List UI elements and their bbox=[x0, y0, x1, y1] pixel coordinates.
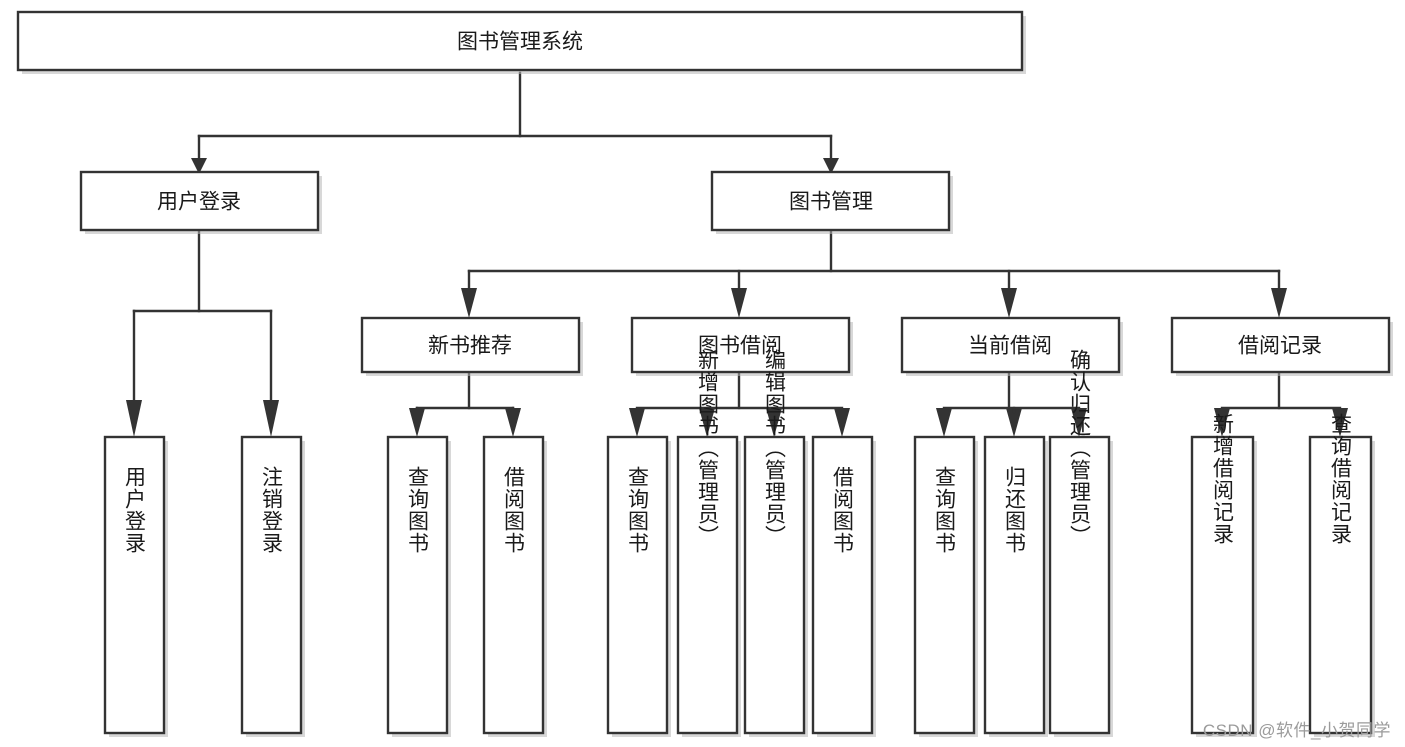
leaf-return-book-box bbox=[983, 435, 1046, 735]
leaf-borrow-book-2-box bbox=[811, 435, 874, 735]
leaf-user-login-box bbox=[103, 435, 166, 735]
arrow-head-leaf-query-book-2 bbox=[629, 408, 645, 437]
leaf-confirm-return-admin-label: 确认归还（管理员） bbox=[1068, 349, 1092, 547]
leaf-logout-login-box bbox=[240, 435, 303, 735]
book-management-label: 图书管理 bbox=[789, 191, 873, 214]
node-leaf-borrow-book-2[interactable]: 借阅图书 bbox=[811, 435, 876, 737]
leaf-query-book-1-label: 查询图书 bbox=[406, 466, 430, 554]
leaf-return-book-label: 归还图书 bbox=[1003, 466, 1027, 554]
arrow-head-new-book-recommend bbox=[461, 288, 477, 318]
node-book-management[interactable]: 图书管理 bbox=[710, 170, 953, 234]
leaf-edit-book-admin-label: 编辑图书（管理员） bbox=[763, 349, 787, 547]
leaf-confirm-return-admin-box bbox=[1048, 435, 1111, 735]
node-leaf-query-borrow-record[interactable]: 查询借阅记录 bbox=[1308, 413, 1375, 737]
book-borrow-box bbox=[630, 316, 851, 374]
leaf-query-book-1-box bbox=[386, 435, 449, 735]
user-login-box bbox=[79, 170, 320, 232]
edge-layer bbox=[126, 71, 1348, 437]
arrow-head-leaf-logout-login bbox=[263, 400, 279, 437]
node-borrow-record[interactable]: 借阅记录 bbox=[1170, 316, 1393, 376]
arrow-head-book-borrow bbox=[731, 288, 747, 318]
node-leaf-add-borrow-record[interactable]: 新增借阅记录 bbox=[1190, 413, 1257, 737]
node-leaf-edit-book-admin[interactable]: 编辑图书（管理员） bbox=[743, 349, 808, 737]
user-login-label: 用户登录 bbox=[157, 191, 241, 214]
root-box bbox=[16, 10, 1024, 72]
leaf-add-book-admin-box bbox=[676, 435, 739, 735]
leaf-edit-book-admin-box bbox=[743, 435, 806, 735]
leaf-query-borrow-record-label: 查询借阅记录 bbox=[1329, 413, 1353, 545]
arrow-head-borrow-record bbox=[1271, 288, 1287, 318]
borrow-record-label: 借阅记录 bbox=[1238, 335, 1322, 358]
borrow-record-box bbox=[1170, 316, 1391, 374]
leaf-add-book-admin-label: 新增图书（管理员） bbox=[696, 349, 720, 547]
arrow-head-leaf-return-book bbox=[1006, 408, 1022, 437]
book-borrow-label: 图书借阅 bbox=[698, 335, 782, 358]
leaf-user-login-label: 用户登录 bbox=[123, 466, 147, 554]
leaf-query-borrow-record-box bbox=[1308, 435, 1373, 735]
node-leaf-borrow-book-1[interactable]: 借阅图书 bbox=[482, 435, 547, 737]
node-leaf-return-book[interactable]: 归还图书 bbox=[983, 435, 1048, 737]
node-current-borrow[interactable]: 当前借阅 bbox=[900, 316, 1123, 376]
arrow-head-book-management bbox=[823, 158, 839, 174]
leaf-add-borrow-record-label: 新增借阅记录 bbox=[1211, 413, 1235, 545]
node-leaf-logout-login[interactable]: 注销登录 bbox=[240, 435, 305, 737]
arrow-head-leaf-user-login bbox=[126, 400, 142, 437]
current-borrow-label: 当前借阅 bbox=[968, 335, 1052, 358]
leaf-query-book-3-box bbox=[913, 435, 976, 735]
node-user-login[interactable]: 用户登录 bbox=[79, 170, 322, 234]
new-book-recommend-label: 新书推荐 bbox=[428, 335, 512, 358]
arrow-head-leaf-add-book-admin bbox=[699, 408, 715, 437]
new-book-recommend-box bbox=[360, 316, 581, 374]
leaf-add-borrow-record-box bbox=[1190, 435, 1255, 735]
node-leaf-query-book-3[interactable]: 查询图书 bbox=[913, 435, 978, 737]
arrow-head-leaf-query-book-1 bbox=[409, 408, 425, 437]
node-leaf-query-book-1[interactable]: 查询图书 bbox=[386, 435, 451, 737]
arrow-head-leaf-borrow-book-1 bbox=[505, 408, 521, 437]
node-leaf-confirm-return-admin[interactable]: 确认归还（管理员） bbox=[1048, 349, 1113, 737]
leaf-query-book-3-label: 查询图书 bbox=[933, 466, 957, 554]
leaf-logout-login-label: 注销登录 bbox=[260, 466, 284, 554]
arrow-head-leaf-query-book-3 bbox=[936, 408, 952, 437]
arrow-head-leaf-confirm-return-admin bbox=[1071, 408, 1087, 437]
leaf-borrow-book-1-box bbox=[482, 435, 545, 735]
leaf-borrow-book-1-label: 借阅图书 bbox=[502, 466, 526, 554]
node-leaf-add-book-admin[interactable]: 新增图书（管理员） bbox=[676, 349, 741, 737]
arrow-head-current-borrow bbox=[1001, 288, 1017, 318]
root-label: 图书管理系统 bbox=[457, 31, 583, 54]
leaf-query-book-2-label: 查询图书 bbox=[626, 466, 650, 554]
current-borrow-box bbox=[900, 316, 1121, 374]
leaf-query-book-2-box bbox=[606, 435, 669, 735]
node-leaf-user-login[interactable]: 用户登录 bbox=[103, 435, 168, 737]
arrow-head-leaf-query-borrow-record bbox=[1332, 408, 1348, 437]
node-new-book-recommend[interactable]: 新书推荐 bbox=[360, 316, 583, 376]
node-leaf-query-book-2[interactable]: 查询图书 bbox=[606, 435, 671, 737]
arrow-head-leaf-borrow-book-2 bbox=[834, 408, 850, 437]
leaf-borrow-book-2-label: 借阅图书 bbox=[831, 466, 855, 554]
arrow-head-user-login bbox=[191, 158, 207, 174]
node-root[interactable]: 图书管理系统 bbox=[16, 10, 1026, 74]
node-book-borrow[interactable]: 图书借阅 bbox=[630, 316, 853, 376]
book-management-box bbox=[710, 170, 951, 232]
arrow-head-leaf-edit-book-admin bbox=[766, 408, 782, 437]
arrow-head-leaf-add-borrow-record bbox=[1214, 408, 1230, 437]
